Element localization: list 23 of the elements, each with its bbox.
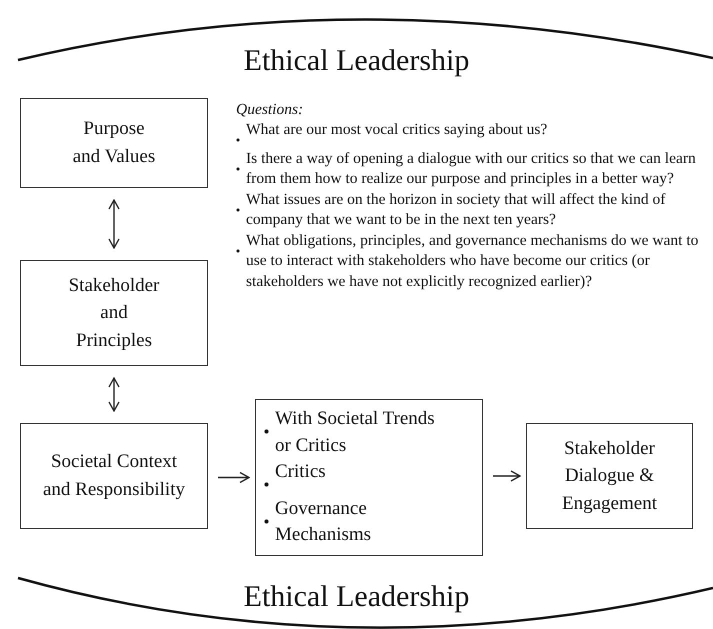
list-item: Governance Mechanisms [275, 496, 372, 548]
box-label: Purpose and Values [72, 117, 156, 169]
process-box [526, 423, 693, 529]
question-text: What obligations, principles, and governance mechanisms do we want to use to interact with stakeholders who have become our critics (or stakeholders we have not explicitly recognized earlier)? [246, 230, 700, 292]
question-text: Is there a way of opening a dialogue with our critics so that we can learn from them how to realize our purpose and principles in a better way? [246, 148, 697, 190]
process-box [20, 260, 208, 366]
arrow [218, 472, 250, 484]
question-text: What are our most vocal critics saying about us? [246, 120, 548, 140]
box-label: Stakeholder Dialogue & Engagement [561, 436, 658, 516]
process-box [20, 423, 208, 529]
list-item: With Societal Trends or Critics [275, 407, 436, 458]
box-label: Stakeholder and Principles [68, 274, 160, 353]
question-text: What issues are on the horizon in society that will affect the kind of company that we want to be in the next ten years? [246, 190, 666, 230]
process-box [255, 399, 483, 556]
footer-title: Ethical Leadership [244, 580, 470, 614]
list-item: Critics [275, 460, 326, 484]
box-label: Societal Context and Responsibility [42, 450, 186, 502]
arrow [108, 199, 120, 249]
title: Ethical Leadership [244, 44, 470, 78]
process-box [20, 98, 208, 188]
questions-heading: Questions: [236, 100, 304, 120]
arrow [108, 377, 120, 412]
arrow [493, 470, 521, 482]
